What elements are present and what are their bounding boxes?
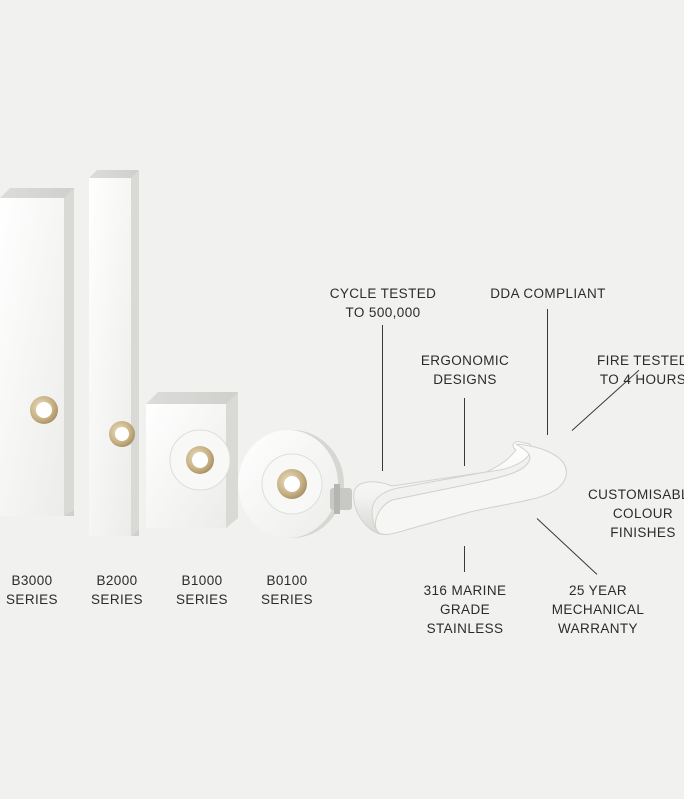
leader-line-marine (464, 546, 465, 572)
series-label-b2000: B2000 SERIES (91, 573, 143, 607)
lever-handle (330, 441, 567, 536)
feature-ergonomic: ERGONOMIC DESIGNS (420, 353, 510, 387)
b0100-round-rose (238, 430, 344, 538)
feature-cycle-tested: CYCLE TESTED TO 500,000 (329, 286, 437, 320)
b1000-square-rose (146, 392, 238, 528)
b3000-backplate (0, 188, 74, 516)
feature-customisable: CUSTOMISABLE COLOUR FINISHES (588, 487, 684, 540)
feature-warranty: 25 YEAR MECHANICAL WARRANTY (551, 583, 645, 636)
series-label-b3000: B3000 SERIES (6, 573, 58, 607)
series-label-b0100: B0100 SERIES (261, 573, 313, 607)
feature-fire-tested: FIRE TESTED TO 4 HOURS (597, 353, 684, 387)
leader-line-ergonomic (464, 398, 465, 466)
leader-line-dda (547, 309, 548, 435)
series-label-b1000: B1000 SERIES (176, 573, 228, 607)
b2000-backplate (89, 170, 139, 536)
feature-dda-compliant: DDA COMPLIANT (490, 286, 606, 301)
feature-marine-grade: 316 MARINE GRADE STAINLESS (423, 583, 507, 636)
leader-line-cycle-tested (382, 325, 383, 471)
